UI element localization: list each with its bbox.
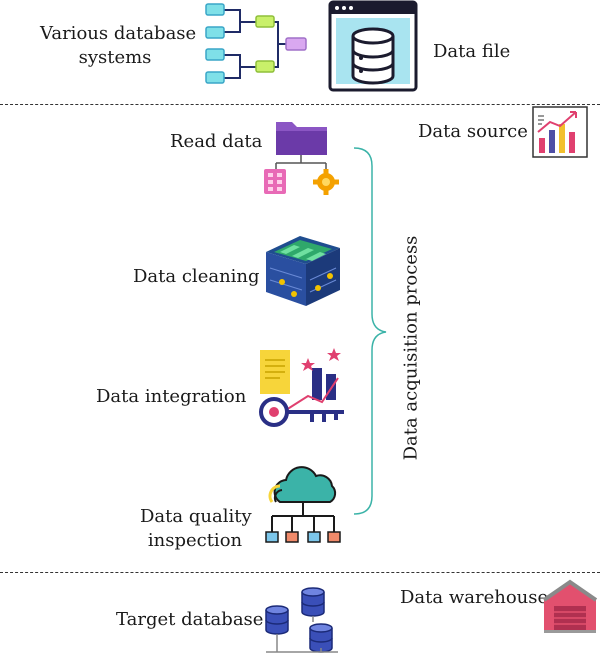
label-line: systems: [78, 47, 152, 68]
label-line: inspection: [147, 530, 243, 551]
database-systems-tree-icon: [205, 3, 307, 84]
data-quality-inspection-label: Data quality inspection: [140, 505, 252, 553]
data-warehouse-label: Data warehouse: [400, 587, 549, 608]
process-bracket: [353, 147, 387, 515]
data-integration-key-icon: [259, 348, 344, 427]
section-divider-top: [0, 104, 600, 105]
data-source-label: Data source: [418, 121, 528, 142]
various-database-systems-label: Various database systems: [40, 22, 197, 70]
data-cleaning-cube-icon: [266, 236, 340, 306]
target-database-label: Target database: [116, 609, 264, 630]
cloud-network-icon: [265, 466, 341, 543]
data-file-window-icon: [328, 0, 418, 92]
data-cleaning-label: Data cleaning: [133, 266, 260, 287]
data-acquisition-process-label: Data acquisition process: [391, 236, 431, 461]
read-data-label: Read data: [170, 131, 263, 152]
folder-network-icon: [264, 122, 339, 195]
data-source-chart-icon: [532, 106, 588, 158]
data-integration-label: Data integration: [96, 386, 247, 407]
label-line: Various database: [40, 23, 197, 44]
target-database-icon: [265, 587, 338, 653]
data-warehouse-icon: [542, 579, 598, 633]
data-file-label: Data file: [433, 41, 511, 62]
vertical-label-text: Data acquisition process: [400, 235, 422, 461]
label-line: Data quality: [140, 506, 252, 527]
section-divider-bottom: [0, 572, 600, 573]
